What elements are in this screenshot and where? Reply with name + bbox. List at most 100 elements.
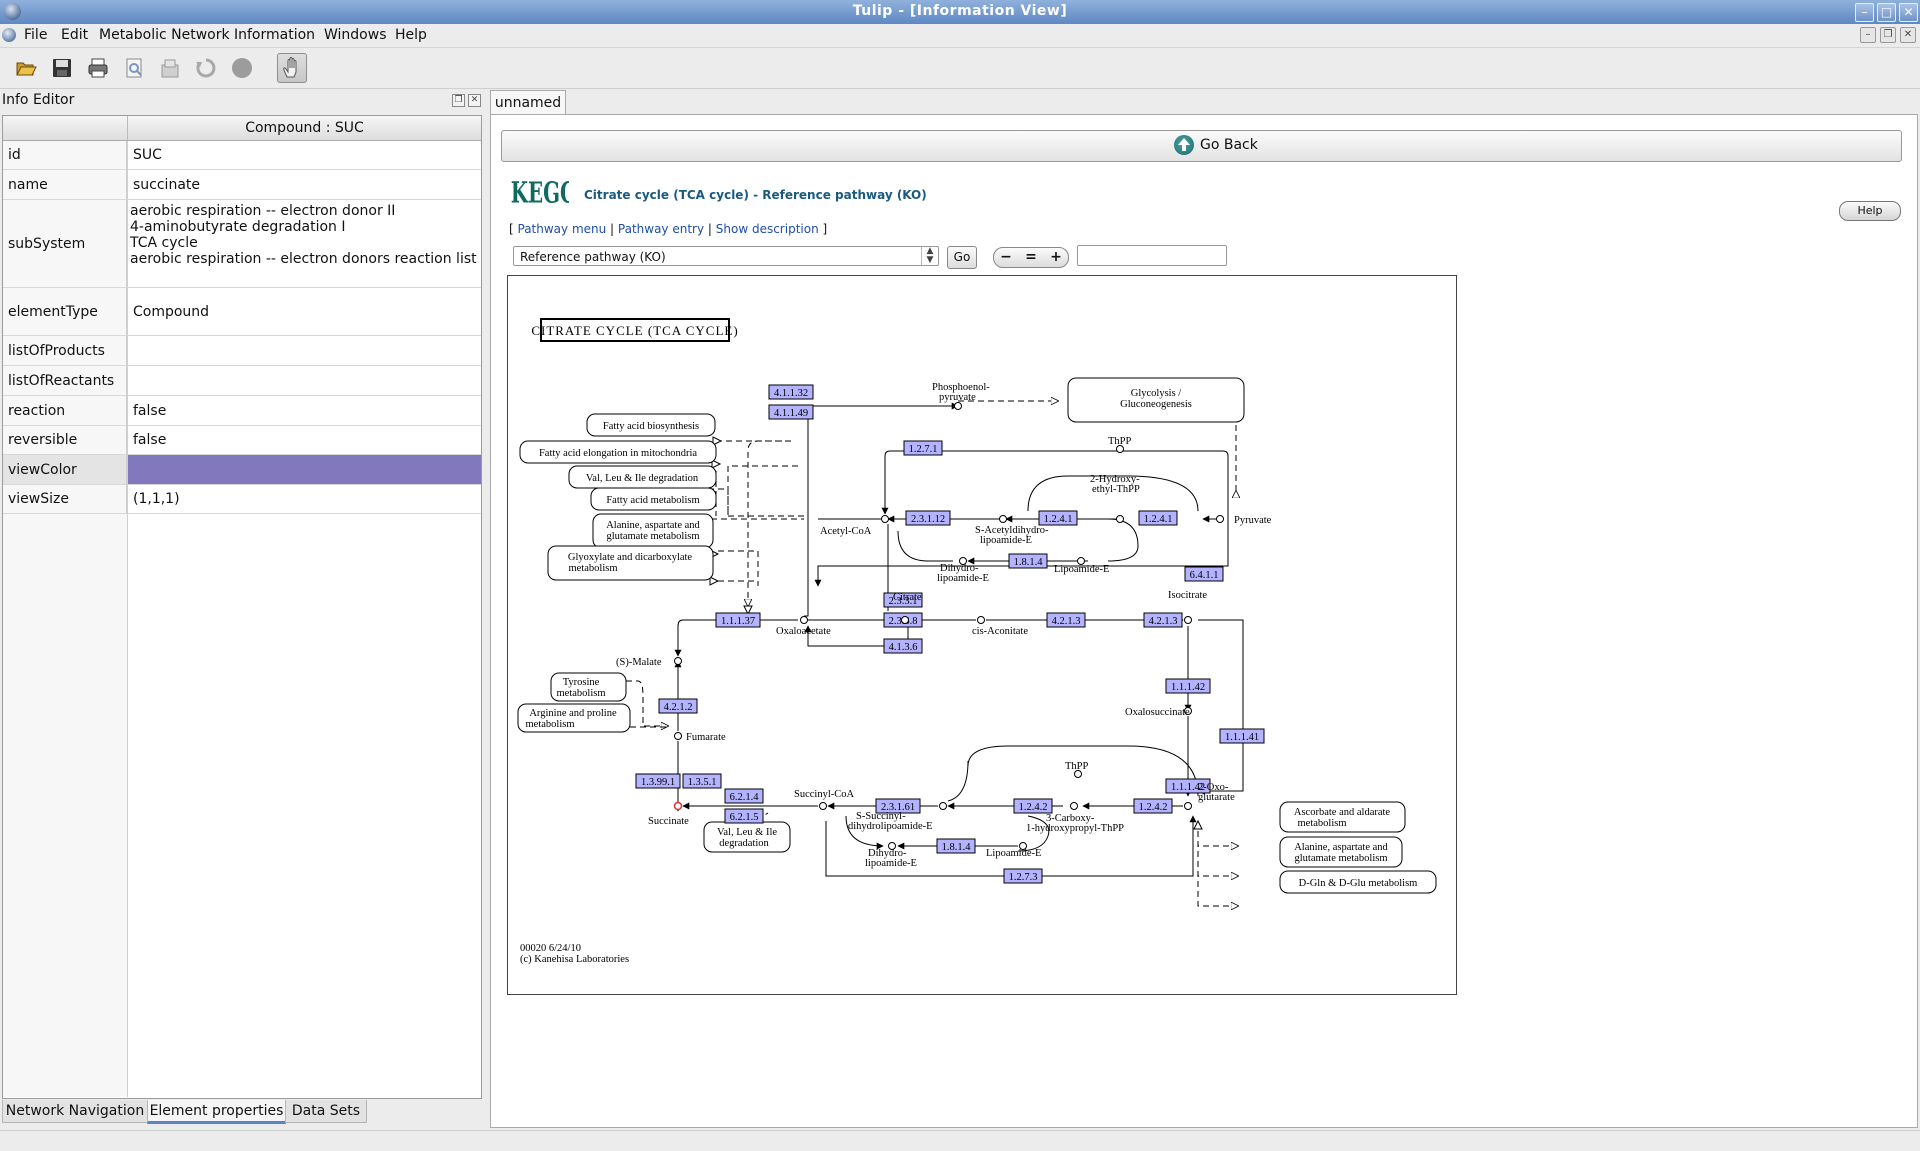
enzyme-box[interactable] (905, 510, 951, 526)
mdi-minimize-button[interactable]: – (1860, 27, 1876, 43)
svg-text:Oxalosuccinate: Oxalosuccinate (1125, 707, 1190, 718)
enzyme-box[interactable] (1165, 678, 1211, 694)
tulip-app-icon[interactable] (4, 3, 21, 20)
pathway-menu-link[interactable]: Pathway menu (517, 222, 607, 236)
float-panel-button[interactable]: ❐ (452, 94, 465, 107)
enzyme-box[interactable] (883, 638, 923, 654)
enzyme-box[interactable] (1184, 566, 1224, 582)
info-editor-header: Info Editor ❐ ✕ (0, 89, 484, 111)
refresh-button[interactable] (192, 54, 220, 82)
enzyme-label: 4.1.3.6 (889, 642, 918, 653)
pathway-map[interactable]: CITRATE CYCLE (TCA CYCLE) Glycolysis / (507, 275, 1457, 995)
enzyme-box[interactable] (1003, 868, 1043, 884)
print-button[interactable] (84, 54, 112, 82)
enzyme-box[interactable] (883, 592, 923, 608)
select-arrows-icon: ▲▼ (921, 247, 938, 265)
print-preview-button[interactable] (120, 54, 148, 82)
enzyme-box[interactable] (1133, 798, 1173, 814)
enzyme-box[interactable] (658, 698, 698, 714)
tab-network-navigation[interactable]: Network Navigation (2, 1100, 148, 1123)
pan-tool-button[interactable] (277, 53, 307, 83)
map-box-fatty-acid-biosynthesis (586, 413, 716, 437)
svg-text:Isocitrate: Isocitrate (1168, 590, 1207, 601)
enzyme-box[interactable] (635, 773, 681, 789)
row-value-id[interactable]: SUC (128, 141, 481, 170)
enzyme-box[interactable] (1138, 510, 1178, 526)
go-button[interactable]: Go (947, 246, 977, 269)
svg-text:Succinate: Succinate (648, 816, 689, 827)
menu-help[interactable]: Help (395, 27, 427, 43)
pathway-select-value: Reference pathway (KO) (520, 250, 666, 264)
enzyme-box[interactable] (1165, 778, 1211, 794)
svg-text:Lipoamide-E: Lipoamide-E (986, 848, 1041, 859)
tulip-menu-icon[interactable] (2, 28, 16, 42)
svg-text:dihydrolipoamide-E: dihydrolipoamide-E (848, 821, 933, 832)
close-panel-button[interactable]: ✕ (468, 94, 481, 107)
menu-information[interactable]: Information (234, 27, 316, 43)
help-button[interactable]: Help (1839, 201, 1901, 221)
row-value-reaction[interactable]: false (128, 396, 481, 426)
enzyme-box[interactable] (903, 440, 943, 456)
enzyme-box[interactable] (1013, 798, 1053, 814)
close-window-button[interactable]: ✕ (1899, 3, 1918, 22)
enzyme-box[interactable] (1008, 553, 1048, 569)
tab-data-sets[interactable]: Data Sets (285, 1100, 367, 1123)
tab-element-properties[interactable]: Element properties (147, 1100, 286, 1124)
stop-button[interactable] (228, 54, 256, 82)
enzyme-box[interactable] (1143, 612, 1183, 628)
minimize-window-button[interactable]: – (1855, 3, 1874, 22)
save-button[interactable] (48, 54, 76, 82)
zoom-in-button[interactable]: + (1050, 249, 1062, 265)
zoom-reset-button[interactable]: = (1025, 249, 1037, 265)
svg-text:Citrate: Citrate (893, 592, 922, 603)
svg-text:Fumarate: Fumarate (686, 732, 726, 743)
enzyme-box[interactable] (1046, 612, 1086, 628)
enzyme-box[interactable] (875, 798, 921, 814)
kegg-logo[interactable]: KEGG (509, 178, 569, 224)
row-value-viewcolor-swatch[interactable] (128, 455, 481, 485)
svg-text:2-Hydroxy-: 2-Hydroxy- (1090, 474, 1140, 485)
mdi-close-button[interactable]: ✕ (1900, 27, 1916, 43)
enzyme-box[interactable] (715, 612, 761, 628)
enzyme-box[interactable] (768, 404, 814, 420)
mdi-restore-button[interactable]: ❐ (1880, 27, 1896, 43)
show-description-link[interactable]: Show description (715, 222, 819, 236)
pathway-links: [ Pathway menu | Pathway entry | Show de… (509, 222, 827, 236)
panel-splitter-handle[interactable] (484, 89, 488, 1129)
enzyme-box[interactable] (1219, 728, 1265, 744)
row-value-listofproducts[interactable] (128, 336, 481, 366)
enzyme-box[interactable] (724, 788, 764, 804)
print-preview-icon (126, 58, 142, 78)
enzyme-box[interactable] (682, 773, 722, 789)
open-button[interactable] (12, 54, 40, 82)
row-value-elementtype[interactable]: Compound (128, 288, 481, 336)
succinate-highlight (673, 801, 683, 811)
row-value-reversible[interactable]: false (128, 426, 481, 455)
pathway-search-input[interactable] (1077, 245, 1227, 266)
row-value-listofreactants[interactable] (128, 366, 481, 396)
svg-text:Oxaloacetate: Oxaloacetate (776, 626, 831, 637)
menu-edit[interactable]: Edit (61, 27, 89, 43)
pathway-select[interactable]: Reference pathway (KO) ▲▼ (513, 246, 939, 266)
svg-text:Alanine, aspartate and: Alanine, aspartate and (606, 520, 700, 531)
maximize-window-button[interactable]: □ (1877, 3, 1896, 22)
pathway-entry-link[interactable]: Pathway entry (617, 222, 705, 236)
menu-windows[interactable]: Windows (324, 27, 387, 43)
export-icon (161, 59, 179, 78)
row-value-name[interactable]: succinate (128, 170, 481, 200)
enzyme-box[interactable] (936, 838, 976, 854)
export-button[interactable] (156, 54, 184, 82)
enzyme-box[interactable] (768, 384, 814, 400)
row-value-viewsize[interactable]: (1,1,1) (128, 485, 481, 514)
go-back-label: Go Back (1200, 137, 1258, 153)
row-value-subsystem[interactable]: aerobic respiration -- electron donor II… (128, 200, 481, 288)
enzyme-box[interactable] (1038, 510, 1078, 526)
map-footer-copyright: (c) Kanehisa Laboratories (520, 954, 629, 965)
go-back-button[interactable]: Go Back (501, 130, 1902, 162)
zoom-out-button[interactable]: − (1000, 249, 1012, 265)
enzyme-box[interactable] (724, 808, 764, 824)
tab-unnamed[interactable]: unnamed (490, 90, 566, 115)
menu-file[interactable]: File (24, 27, 48, 43)
menu-metabolic-network[interactable]: Metabolic Network (99, 27, 230, 43)
row-key-reaction: reaction (3, 396, 127, 426)
